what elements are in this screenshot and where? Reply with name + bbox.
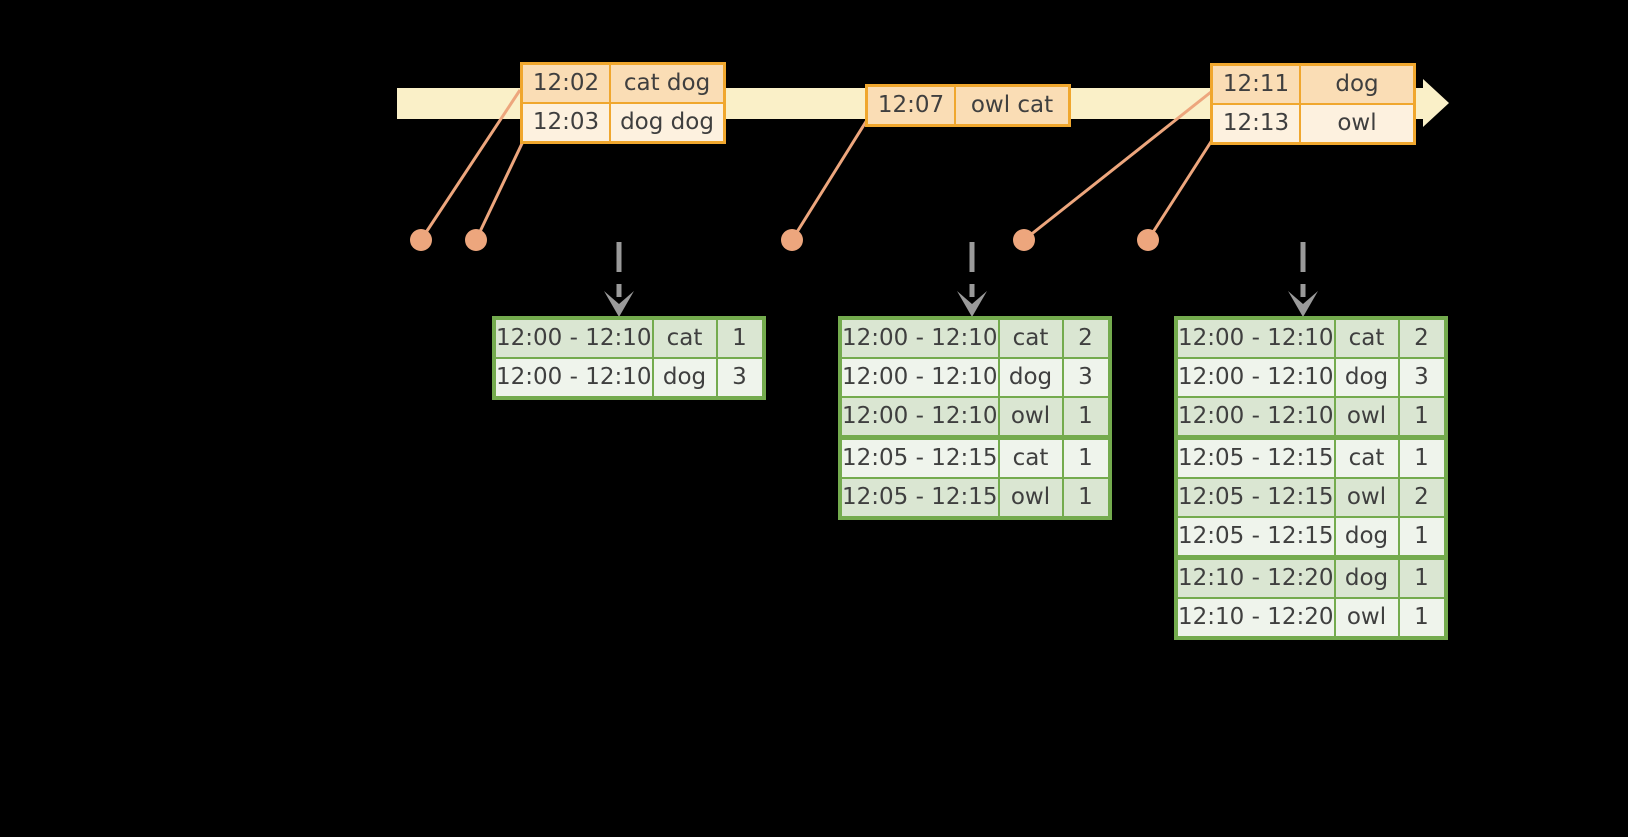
event-time-cell: 12:03	[520, 102, 611, 144]
word-cell: cat	[1333, 317, 1400, 359]
timeline-arrowhead-icon	[1423, 79, 1449, 127]
word-cell: cat	[997, 317, 1064, 359]
window-cell: 12:00 - 12:10	[839, 317, 1000, 359]
count-cell: 1	[1061, 477, 1111, 519]
count-cell: 3	[715, 357, 765, 399]
word-cell: owl	[1333, 396, 1400, 440]
window-cell: 12:05 - 12:15	[839, 477, 1000, 519]
window-cell: 12:05 - 12:15	[839, 436, 1000, 479]
event-time-cell: 12:07	[865, 84, 956, 127]
connector-line	[790, 119, 869, 241]
count-cell: 2	[1397, 317, 1447, 359]
word-cell: dog	[1333, 516, 1400, 560]
count-cell: 1	[1397, 436, 1447, 479]
count-cell: 1	[1397, 556, 1447, 599]
window-cell: 12:00 - 12:10	[1175, 357, 1336, 398]
event-time-cell: 12:13	[1210, 103, 1301, 145]
window-cell: 12:10 - 12:20	[1175, 556, 1336, 599]
word-cell: dog	[1333, 556, 1400, 599]
window-cell: 12:10 - 12:20	[1175, 597, 1336, 639]
count-cell: 3	[1397, 357, 1447, 398]
window-cell: 12:00 - 12:10	[839, 357, 1000, 398]
word-cell: cat	[651, 317, 718, 359]
event-words-cell: owl	[1299, 103, 1416, 145]
event-dot	[410, 229, 432, 251]
event-time-cell: 12:02	[520, 62, 611, 104]
connector-line	[474, 132, 529, 241]
count-cell: 2	[1397, 477, 1447, 518]
count-cell: 1	[1397, 597, 1447, 639]
window-cell: 12:00 - 12:10	[493, 317, 654, 359]
event-words-cell: cat dog	[609, 62, 726, 104]
event-dot	[1137, 229, 1159, 251]
down-arrowhead-icon	[1288, 291, 1318, 317]
word-cell: dog	[997, 357, 1064, 398]
word-cell: owl	[1333, 477, 1400, 518]
count-cell: 1	[1061, 436, 1111, 479]
window-cell: 12:00 - 12:10	[1175, 317, 1336, 359]
count-cell: 2	[1061, 317, 1111, 359]
word-cell: owl	[997, 477, 1064, 519]
window-cell: 12:00 - 12:10	[839, 396, 1000, 440]
word-cell: owl	[1333, 597, 1400, 639]
count-cell: 1	[715, 317, 765, 359]
event-time-cell: 12:11	[1210, 63, 1301, 105]
count-cell: 1	[1061, 396, 1111, 440]
window-cell: 12:00 - 12:10	[1175, 396, 1336, 440]
window-cell: 12:05 - 12:15	[1175, 436, 1336, 479]
word-cell: cat	[997, 436, 1064, 479]
word-cell: dog	[651, 357, 718, 399]
event-dot	[781, 229, 803, 251]
window-cell: 12:05 - 12:15	[1175, 516, 1336, 560]
count-cell: 1	[1397, 396, 1447, 440]
window-cell: 12:05 - 12:15	[1175, 477, 1336, 518]
word-cell: owl	[997, 396, 1064, 440]
down-arrowhead-icon	[604, 291, 634, 317]
count-cell: 3	[1061, 357, 1111, 398]
event-dot	[465, 229, 487, 251]
word-cell: cat	[1333, 436, 1400, 479]
window-cell: 12:00 - 12:10	[493, 357, 654, 399]
event-words-cell: owl cat	[954, 84, 1071, 127]
event-words-cell: dog	[1299, 63, 1416, 105]
event-dot	[1013, 229, 1035, 251]
count-cell: 1	[1397, 516, 1447, 560]
down-arrowhead-icon	[957, 291, 987, 317]
connector-line	[1146, 133, 1218, 241]
event-words-cell: dog dog	[609, 102, 726, 144]
word-cell: dog	[1333, 357, 1400, 398]
trigger-arrows	[604, 242, 1318, 317]
